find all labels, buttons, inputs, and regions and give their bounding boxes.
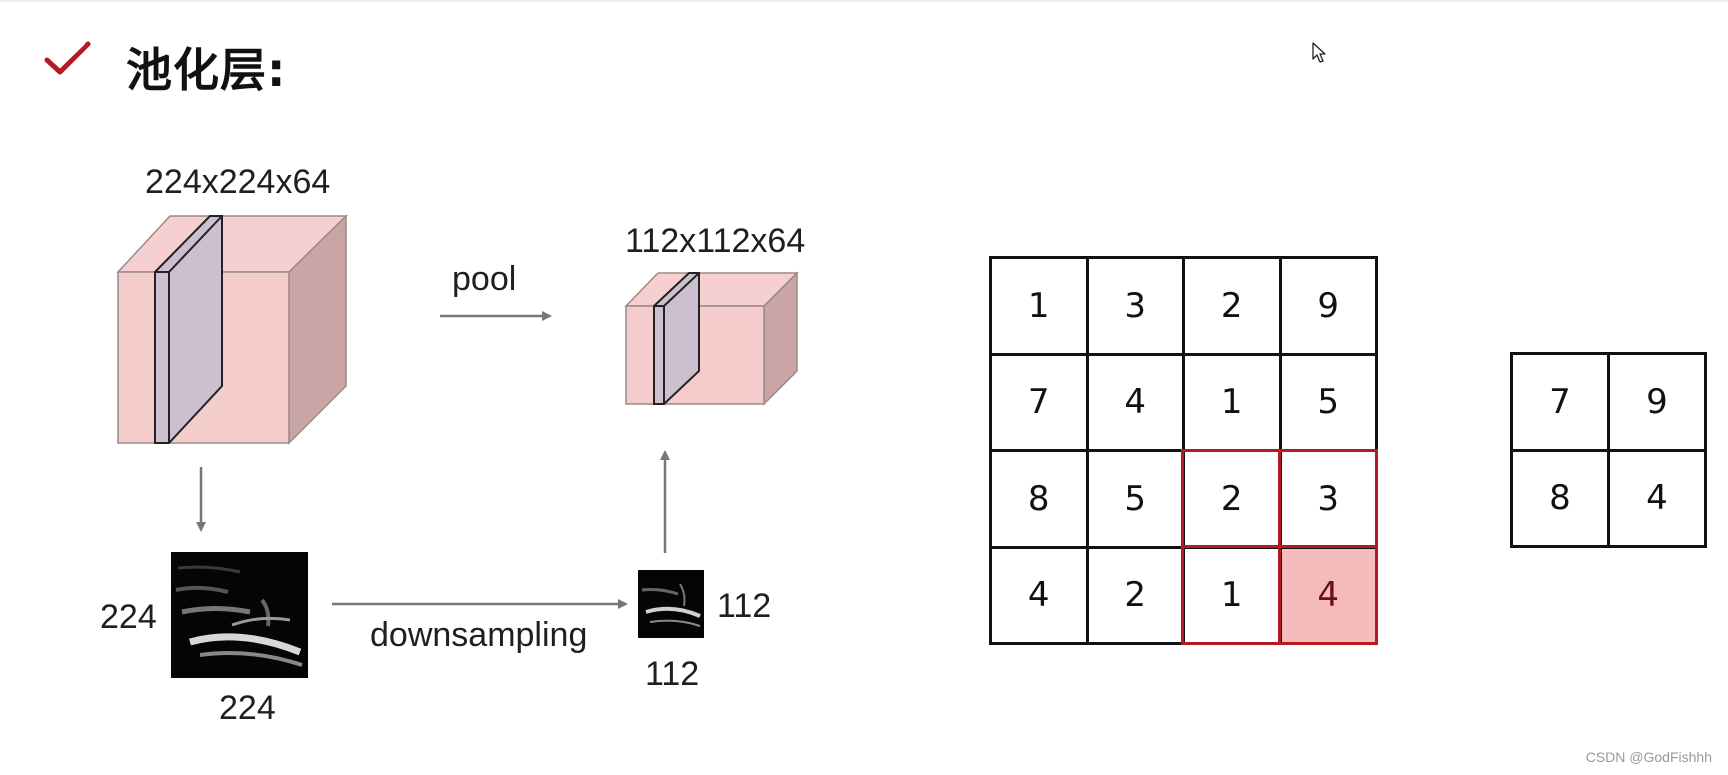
downsampling-label: downsampling [370, 616, 588, 654]
pooling-window-divider [1182, 545, 1377, 548]
page-title: 池化层: [126, 43, 287, 97]
output-width-label: 112 [645, 655, 700, 693]
input-width-label: 224 [219, 689, 276, 727]
matrix-cell: 9 [1610, 355, 1704, 449]
matrix-cell: 1 [1185, 355, 1279, 449]
output-height-label: 112 [717, 587, 772, 625]
checkmark-icon [44, 41, 91, 75]
mouse-cursor-icon [1312, 42, 1326, 63]
watermark: CSDN @GodFishhh [1585, 749, 1712, 765]
matrix-cell: 2 [1185, 259, 1279, 353]
input-height-label: 224 [100, 598, 157, 636]
input-size-label: 224x224x64 [145, 163, 331, 201]
output-feature-map-image [638, 570, 704, 638]
matrix-cell: 7 [1513, 355, 1607, 449]
matrix-cell: 4 [1610, 451, 1704, 545]
matrix-cell: 3 [1281, 452, 1375, 546]
matrix-cell-max-highlight: 4 [1281, 548, 1375, 642]
input-volume-cube [116, 214, 348, 445]
matrix-cell: 9 [1281, 259, 1375, 353]
matrix-cell: 1 [992, 259, 1086, 353]
matrix-cell: 8 [992, 452, 1086, 546]
matrix-cell: 4 [992, 548, 1086, 642]
matrix-cell: 3 [1088, 259, 1182, 353]
pooling-diagram [116, 214, 799, 678]
matrix-cell: 5 [1281, 355, 1375, 449]
output-size-label: 112x112x64 [625, 222, 806, 260]
output-volume-cube [624, 271, 799, 406]
input-matrix: 1 3 2 9 7 4 1 5 8 5 2 3 4 2 1 4 [989, 256, 1378, 645]
matrix-cell: 7 [992, 355, 1086, 449]
matrix-cell: 8 [1513, 451, 1607, 545]
output-matrix: 7 9 8 4 [1510, 352, 1707, 548]
top-border-line [0, 0, 1728, 2]
matrix-cell: 5 [1088, 452, 1182, 546]
matrix-cell: 2 [1185, 452, 1279, 546]
pool-label: pool [452, 260, 517, 298]
input-feature-map-image [171, 552, 308, 678]
matrix-cell: 1 [1185, 548, 1279, 642]
matrix-cell: 2 [1088, 548, 1182, 642]
matrix-cell: 4 [1088, 355, 1182, 449]
